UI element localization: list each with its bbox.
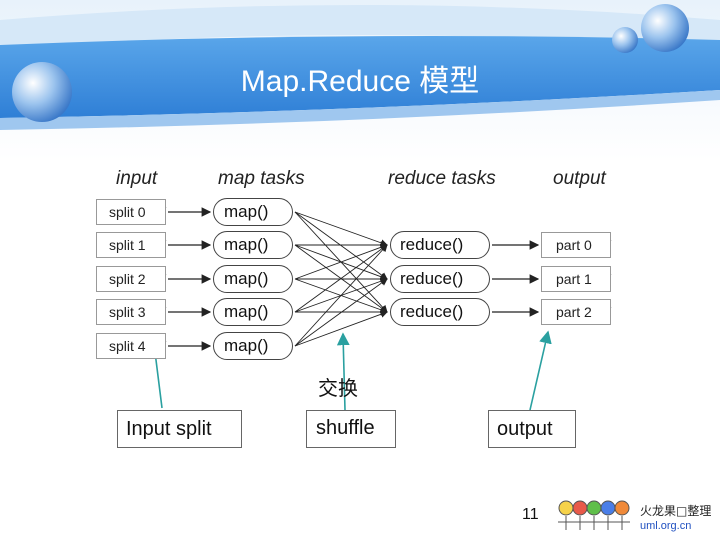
map-task-4: map() bbox=[213, 332, 293, 360]
shuffle-connection-4-2 bbox=[295, 312, 387, 346]
reduce-task-2: reduce() bbox=[390, 298, 490, 326]
split-box-0: split 0 bbox=[96, 199, 166, 225]
shuffle-connection-4-1 bbox=[295, 279, 387, 346]
map-task-3: map() bbox=[213, 298, 293, 326]
split-box-4: split 4 bbox=[96, 333, 166, 359]
map-task-0: map() bbox=[213, 198, 293, 226]
reduce-task-0: reduce() bbox=[390, 231, 490, 259]
map-task-1: map() bbox=[213, 231, 293, 259]
map-task-2: map() bbox=[213, 265, 293, 293]
output-part-0: part 0 bbox=[541, 232, 611, 258]
split-box-3: split 3 bbox=[96, 299, 166, 325]
split-box-2: split 2 bbox=[96, 266, 166, 292]
callout-output: output bbox=[488, 410, 576, 448]
split-box-1: split 1 bbox=[96, 232, 166, 258]
logo-figures-icon bbox=[552, 496, 638, 536]
shuffle-caption: 交换 bbox=[318, 372, 358, 401]
shuffle-connection-0-1 bbox=[295, 212, 387, 279]
callout-input-split: Input split bbox=[117, 410, 242, 448]
logo-text-chinese: 火龙果□整理 bbox=[640, 502, 711, 519]
logo-text-url: uml.org.cn bbox=[640, 520, 691, 532]
reduce-task-1: reduce() bbox=[390, 265, 490, 293]
page-number: 11 bbox=[522, 506, 539, 524]
output-part-2: part 2 bbox=[541, 299, 611, 325]
shuffle-connection-0-0 bbox=[295, 212, 387, 245]
callout-shuffle: shuffle bbox=[306, 410, 396, 448]
shuffle-connection-4-0 bbox=[295, 245, 387, 346]
output-part-1: part 1 bbox=[541, 266, 611, 292]
